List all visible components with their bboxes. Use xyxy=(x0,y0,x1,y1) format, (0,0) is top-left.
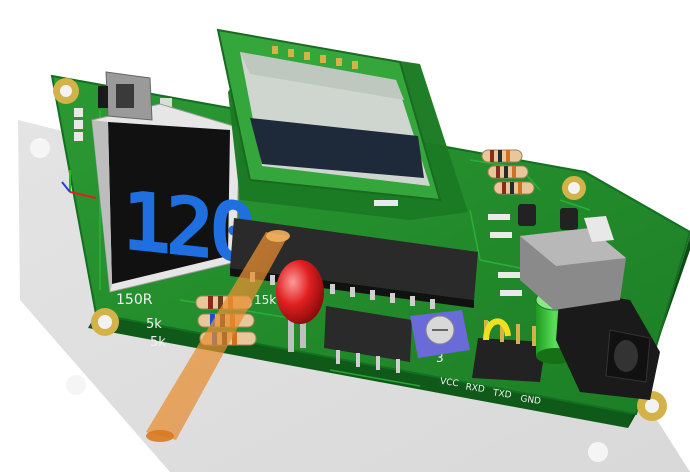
shadow-hole xyxy=(66,375,86,395)
mounting-hole xyxy=(53,78,79,104)
shadow-hole xyxy=(588,442,608,462)
resistor xyxy=(487,165,529,179)
push-button xyxy=(520,216,626,310)
mounting-hole xyxy=(562,176,586,200)
label-150r: 150R xyxy=(116,292,153,308)
label-15k: 15k xyxy=(254,293,276,307)
trimmer-potentiometer xyxy=(410,310,470,358)
lcd-module xyxy=(216,28,468,220)
label-5k-1: 5k xyxy=(146,317,162,332)
small-ic xyxy=(324,306,412,373)
slide-switch xyxy=(98,71,153,121)
silkscreen-blocks xyxy=(374,200,522,296)
probe-beam xyxy=(146,230,290,442)
label-rxd: RXD xyxy=(465,382,486,395)
uart-header-labels: VCC RXD TXD GND xyxy=(439,377,542,407)
label-vcc: VCC xyxy=(439,377,459,390)
transistor xyxy=(518,204,578,230)
label-gnd: GND xyxy=(520,394,542,407)
label-txd: TXD xyxy=(491,388,512,401)
label-5k-2: 5k xyxy=(150,335,166,350)
axis-gizmo xyxy=(61,170,97,199)
mounting-hole xyxy=(91,308,119,336)
seven-segment-display: 120 xyxy=(91,103,254,293)
shadow-hole xyxy=(30,138,50,158)
dc-barrel-jack xyxy=(556,288,660,400)
red-led xyxy=(276,260,324,352)
label-pin-3: 3 xyxy=(436,351,444,365)
yellow-jumper xyxy=(483,318,511,341)
lcd-pin-header xyxy=(272,46,358,69)
resistor xyxy=(493,181,535,195)
resistor xyxy=(481,149,523,163)
